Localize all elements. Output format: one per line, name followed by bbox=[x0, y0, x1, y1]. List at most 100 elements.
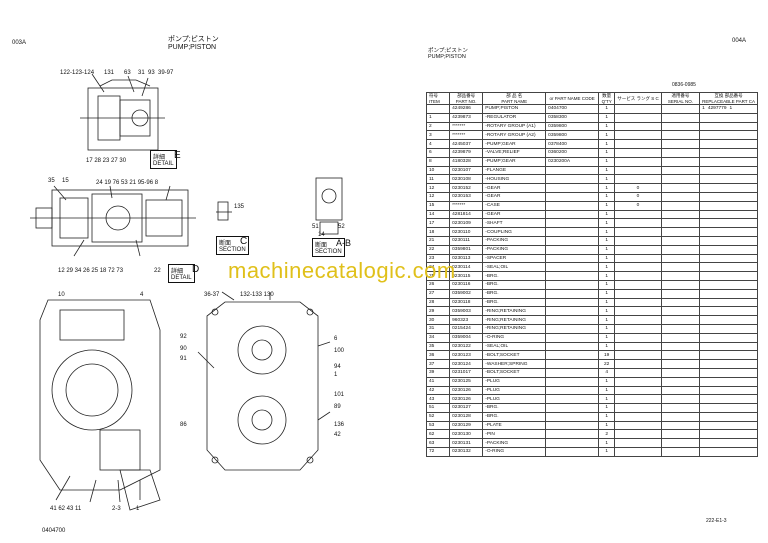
right-title-jp: ポンプ;ピストン bbox=[428, 48, 468, 54]
cell-code bbox=[545, 209, 600, 220]
cell-item: 31 bbox=[425, 323, 451, 334]
section-c-box: 断面 SECTION bbox=[216, 236, 249, 255]
cell-svc bbox=[614, 174, 662, 185]
cell-name: -BOLT;SOCKET bbox=[482, 367, 547, 378]
cell-name: -PLUG bbox=[482, 376, 547, 387]
cell-replaceable bbox=[699, 227, 758, 237]
cell-code bbox=[545, 359, 600, 369]
cell-name: -PACKING bbox=[482, 244, 547, 255]
cell-svc bbox=[614, 218, 662, 229]
cell-serial bbox=[660, 218, 701, 229]
cell-qty: 1 bbox=[598, 279, 616, 290]
cell-name: -PACKING bbox=[482, 438, 547, 449]
cell-svc bbox=[614, 341, 662, 352]
cell-serial bbox=[660, 174, 701, 185]
cell-replaceable bbox=[699, 218, 758, 229]
cell-serial bbox=[660, 447, 701, 457]
detail-e-jp: 詳細 bbox=[153, 155, 166, 161]
cell-serial bbox=[660, 429, 701, 440]
cell-svc bbox=[614, 438, 662, 449]
cell-name: -BRG. bbox=[482, 403, 547, 413]
cell-svc bbox=[614, 227, 662, 237]
cell-item: 36 bbox=[425, 350, 451, 361]
cell-serial bbox=[660, 385, 701, 396]
cell-svc: 0 bbox=[614, 191, 662, 202]
cell-svc bbox=[614, 332, 662, 343]
cell-replaceable bbox=[699, 447, 758, 457]
cell-name: -GEAR bbox=[482, 209, 547, 220]
serial-range: 0836-0985 bbox=[672, 82, 696, 88]
cell-qty: 1 bbox=[598, 156, 616, 167]
cell-code bbox=[545, 438, 600, 449]
cell-code bbox=[545, 315, 600, 325]
cell-item: 17 bbox=[425, 218, 451, 229]
cell-svc bbox=[614, 297, 662, 308]
cell-qty: 4 bbox=[598, 367, 616, 378]
callout-51: 51 bbox=[312, 224, 319, 230]
cell-serial bbox=[660, 244, 701, 255]
cell-serial bbox=[660, 147, 701, 158]
cell-replaceable bbox=[699, 235, 758, 246]
cell-serial bbox=[660, 420, 701, 431]
cell-qty: 22 bbox=[598, 359, 616, 369]
cell-code bbox=[545, 297, 600, 308]
left-title-en: PUMP;PISTON bbox=[168, 44, 217, 51]
cell-qty: 1 bbox=[598, 323, 616, 334]
cell-qty: 1 bbox=[598, 447, 616, 457]
cell-pno: 0230132 bbox=[449, 447, 484, 457]
cell-serial bbox=[660, 297, 701, 308]
detail-e-en: DETAIL bbox=[153, 161, 174, 167]
cell-serial bbox=[660, 306, 701, 317]
detail-d-en: DETAIL bbox=[171, 275, 192, 281]
callout-mid-row: 24 19 76 53 21 95-96 8 bbox=[96, 180, 159, 186]
cell-svc bbox=[614, 288, 662, 299]
cell-svc bbox=[614, 244, 662, 255]
cell-code: 0360200 bbox=[545, 147, 600, 158]
cell-name: -RING;RETAINING bbox=[482, 323, 547, 334]
cell-item: 14 bbox=[425, 209, 451, 220]
cell-serial bbox=[660, 253, 701, 264]
cell-serial bbox=[660, 279, 701, 290]
cell-serial bbox=[660, 411, 701, 422]
cell-name: -SPACER bbox=[482, 253, 547, 264]
cell-pno: 4245037 bbox=[449, 139, 484, 149]
cell-serial bbox=[660, 156, 701, 167]
cell-pno: 0359003 bbox=[449, 306, 484, 317]
cell-svc bbox=[614, 235, 662, 246]
cell-pno: 0359801 bbox=[449, 244, 484, 255]
cell-qty: 1 bbox=[598, 227, 616, 237]
cell-name: -ROTARY GROUP (A1) bbox=[482, 121, 547, 132]
callout-row3: 12 29 34 26 25 18 72 73 bbox=[58, 268, 124, 274]
cell-item bbox=[425, 104, 451, 114]
callout-42: 42 bbox=[334, 432, 341, 438]
cell-code bbox=[545, 200, 600, 211]
cell-item: 35 bbox=[425, 341, 451, 352]
cell-item: 30 bbox=[425, 315, 451, 325]
cell-code bbox=[545, 244, 600, 255]
cell-name: -SEAL;OIL bbox=[482, 341, 547, 352]
cell-replaceable bbox=[699, 279, 758, 290]
cell-replaceable bbox=[699, 297, 758, 308]
cell-code bbox=[545, 429, 600, 440]
cell-svc bbox=[614, 420, 662, 431]
cell-svc: 0 bbox=[614, 200, 662, 211]
cell-item: 6 bbox=[425, 147, 451, 158]
cell-code: 0404700 bbox=[545, 104, 600, 114]
cell-item: 12 bbox=[425, 183, 451, 193]
cell-name: -BRG. bbox=[482, 288, 547, 299]
cell-repno: 4297779 bbox=[707, 106, 727, 112]
cell-item: 22 bbox=[425, 244, 451, 255]
cell-svc bbox=[614, 271, 662, 281]
